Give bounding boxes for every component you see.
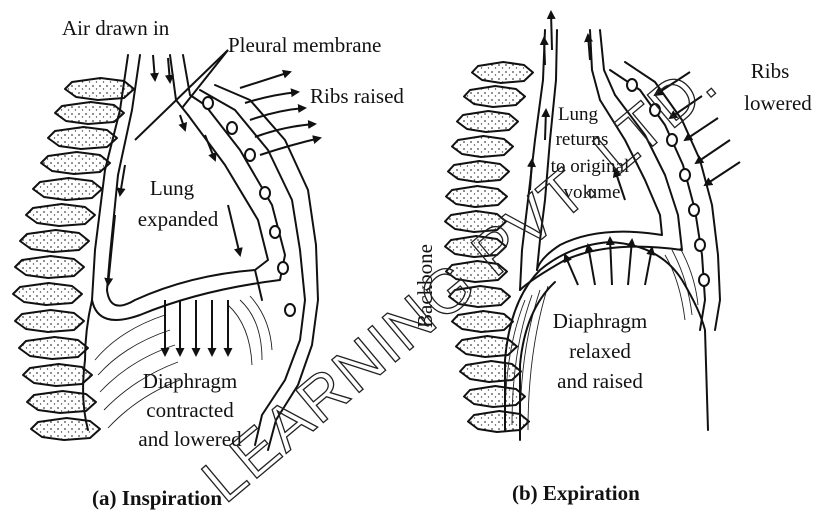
vertebra	[448, 161, 509, 182]
diaphragm-label-b-2: relaxed	[569, 339, 631, 363]
vertebra	[472, 62, 533, 83]
vertebra	[464, 386, 525, 407]
diaphragm-label-a-2: contracted	[146, 398, 234, 422]
vertebra	[26, 204, 95, 226]
diaphragm-arrows-b	[565, 238, 652, 285]
diaphragm-label-b-1: Diaphragm	[553, 309, 647, 333]
vertebra	[457, 111, 518, 132]
vertebra	[15, 256, 84, 278]
ribs-arrows-a	[240, 72, 320, 155]
vertebra	[27, 391, 96, 413]
vertebra	[48, 127, 117, 149]
vertebra	[31, 418, 100, 440]
vertebra	[452, 136, 513, 157]
vertebra	[13, 283, 82, 305]
vertebra	[460, 361, 521, 382]
air-arrows-a	[153, 55, 170, 82]
lung-label-a-1: Lung	[150, 176, 195, 200]
vertebra	[19, 337, 88, 359]
vertebra	[15, 310, 84, 332]
lung-label-b-1: Lung	[558, 104, 599, 125]
vertebra	[20, 230, 89, 252]
ribs-lowered-label-2: lowered	[744, 91, 812, 115]
diaphragm-arrows-a	[165, 300, 228, 355]
lung-label-a-2: expanded	[138, 207, 219, 231]
vertebra	[33, 178, 102, 200]
caption-expiration: (b) Expiration	[512, 481, 640, 505]
vertebra	[41, 152, 110, 174]
caption-inspiration: (a) Inspiration	[92, 486, 222, 510]
vertebra	[55, 102, 124, 124]
diaphragm-label-a-1: Diaphragm	[143, 369, 237, 393]
backbone-a	[13, 78, 134, 440]
ribs-raised-label: Ribs raised	[310, 84, 404, 108]
ribs-lowered-label-1: Ribs	[751, 59, 790, 83]
air-arrows-b	[544, 12, 590, 65]
pleural-membrane-label: Pleural membrane	[228, 33, 381, 57]
diaphragm-label-b-3: and raised	[557, 369, 643, 393]
air-drawn-in-label: Air drawn in	[62, 16, 170, 40]
pleural-leader-lines	[135, 50, 228, 140]
lung-arrows-a	[108, 115, 240, 285]
vertebra	[464, 86, 525, 107]
watermark-text: LEARNING PVT. LTD.	[190, 46, 731, 510]
panel-inspiration: Air drawn in Pleural membrane Ribs raise…	[13, 16, 404, 510]
vertebra	[23, 364, 92, 386]
